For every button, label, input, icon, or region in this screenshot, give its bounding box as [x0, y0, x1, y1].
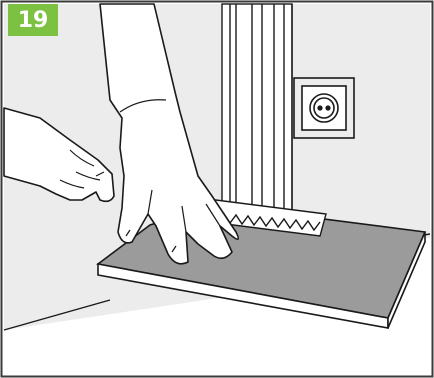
power-socket-icon	[294, 78, 354, 138]
step-number-badge: 19	[8, 4, 58, 36]
door-frame	[222, 4, 292, 214]
